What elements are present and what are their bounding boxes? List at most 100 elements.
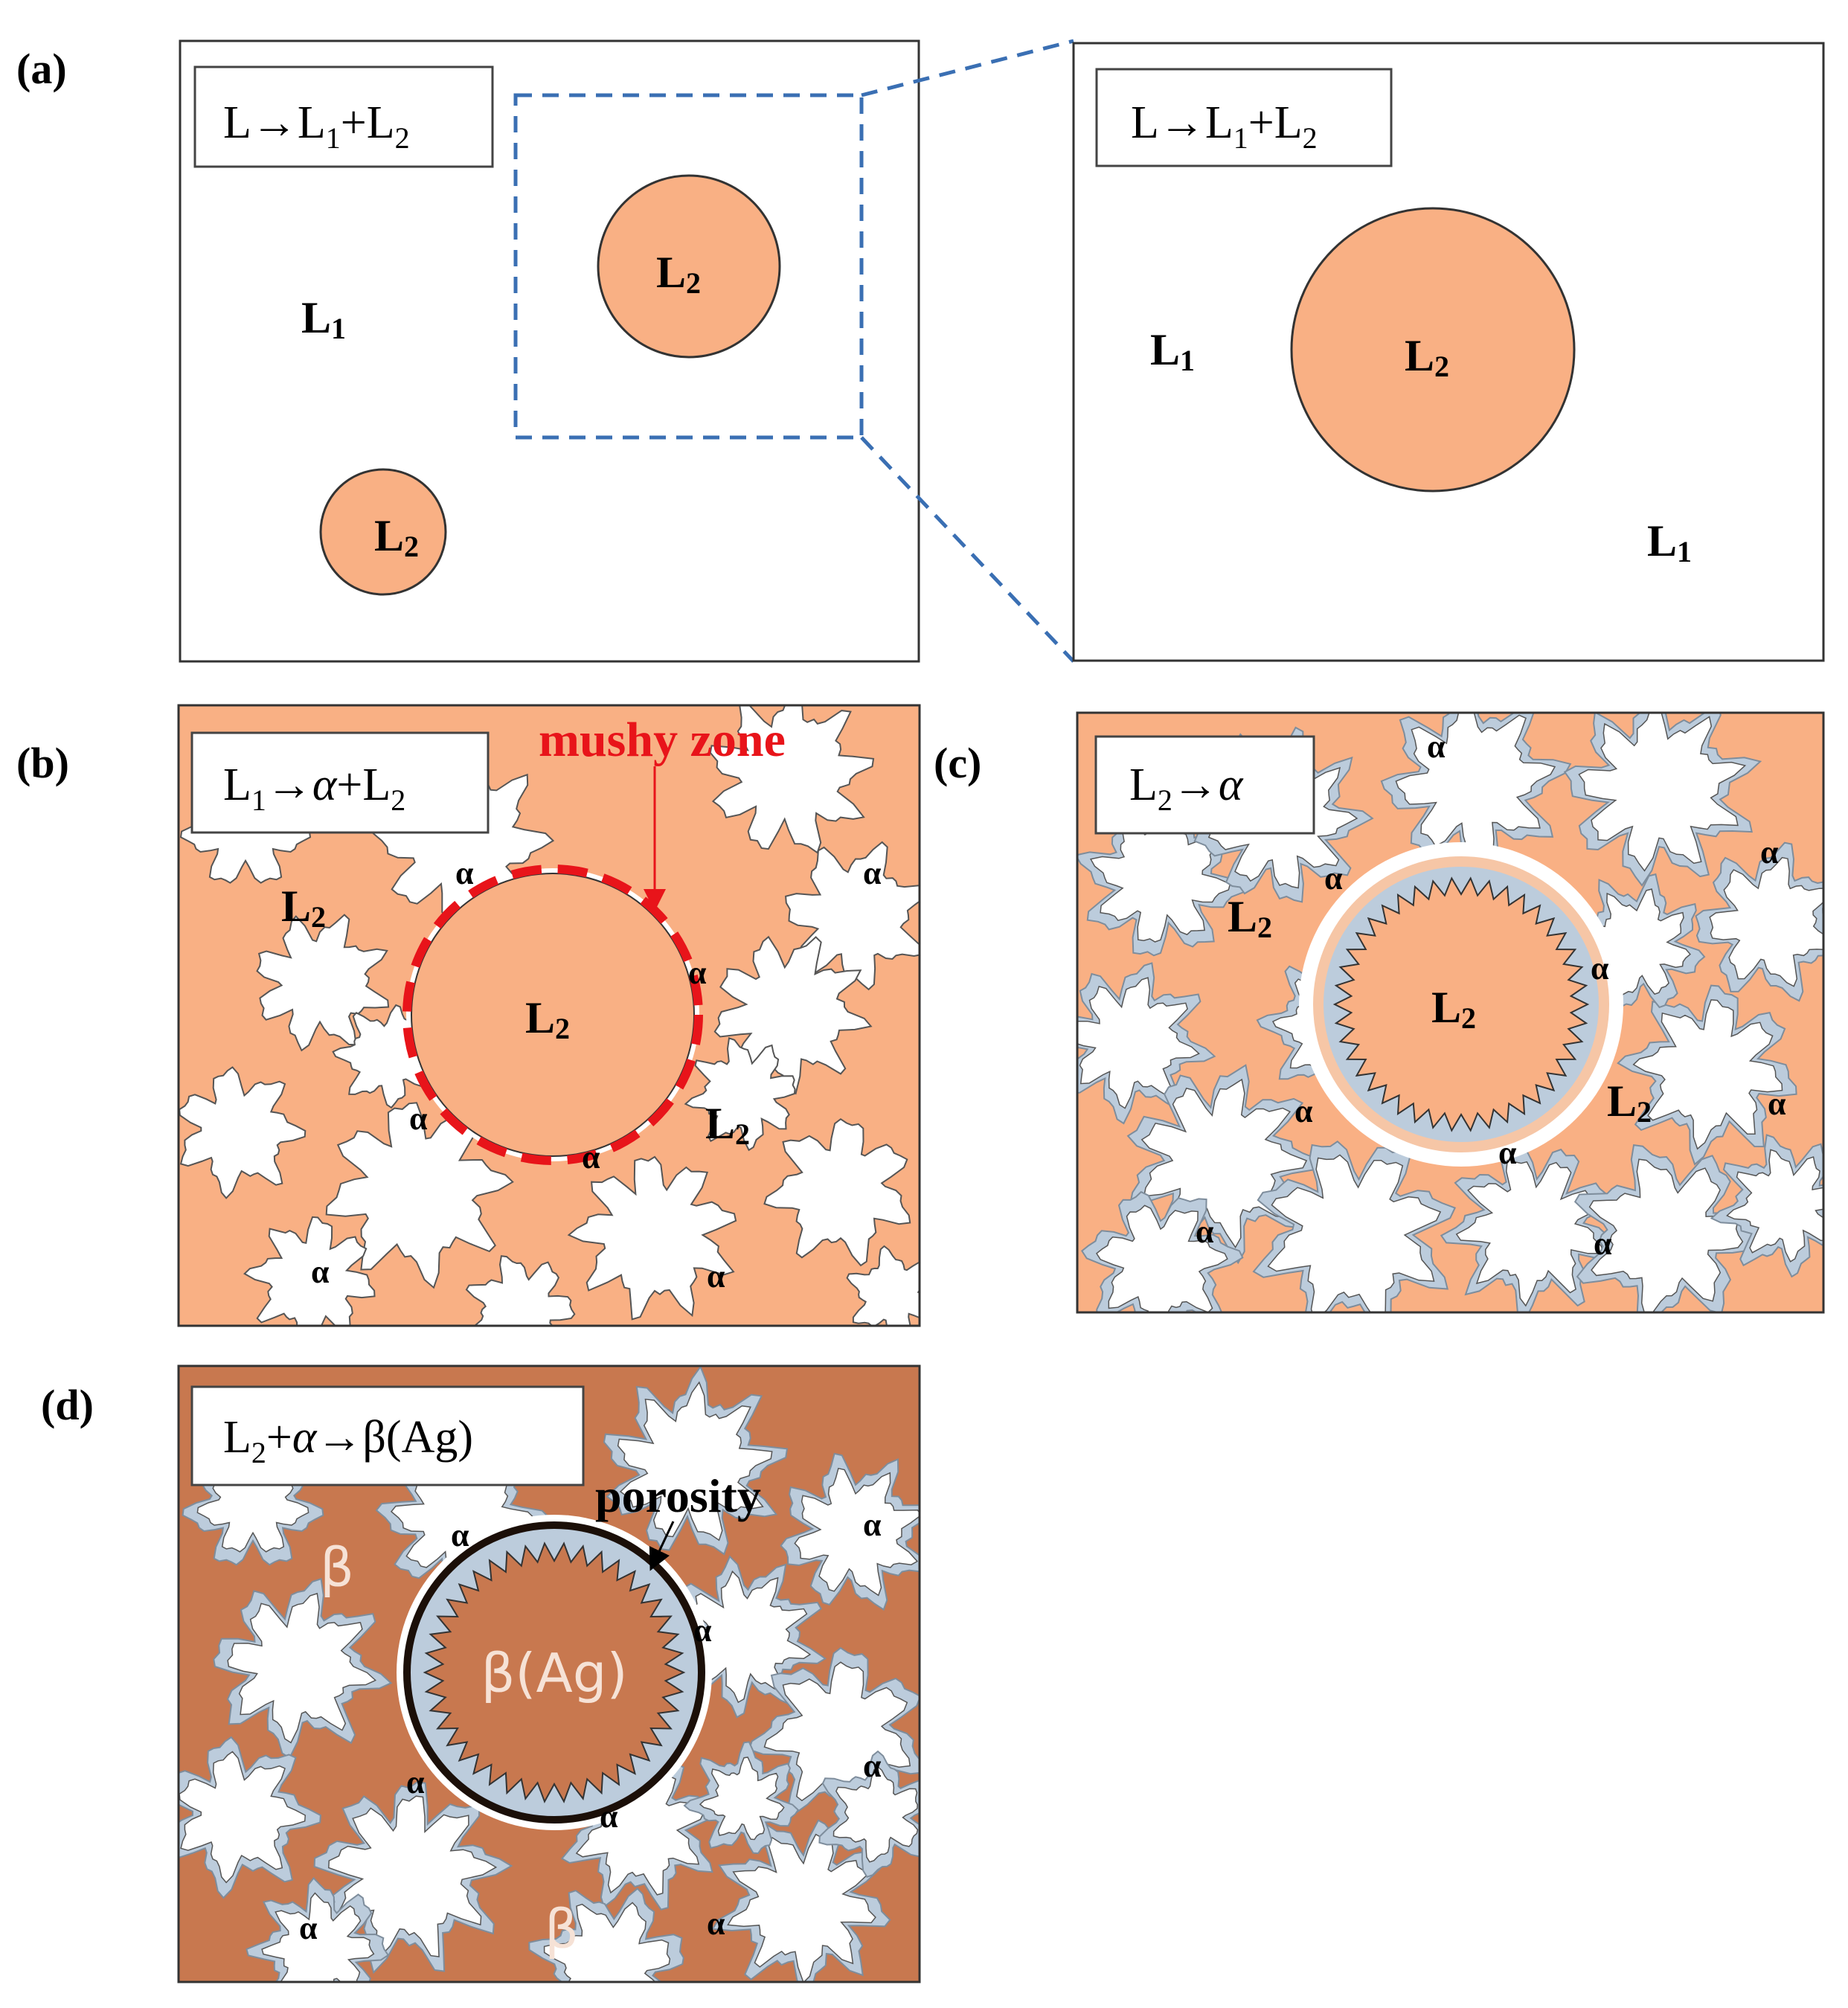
alpha-dendrite [1709, 856, 1823, 987]
alpha-dendrite [567, 1155, 737, 1321]
panel-b-alpha-label: α [582, 1139, 600, 1175]
panel-c-l2-label-right: L2 [1607, 1077, 1652, 1129]
panel-b-alpha-label: α [455, 855, 474, 891]
panel-c-l2-label-left: L2 [1228, 892, 1272, 944]
panel-d-alpha-label: α [707, 1905, 725, 1942]
panel-c-label: (c) [934, 739, 981, 787]
panel-d-alpha-label: α [600, 1798, 618, 1835]
panel-b-label: (b) [16, 739, 69, 787]
panel-c-reaction: L2→α [1129, 760, 1244, 817]
panel-d-beta-core [423, 1542, 686, 1803]
panel-c-alpha-label: α [1768, 1085, 1786, 1122]
alpha-dendrite [261, 1892, 375, 1982]
panel-c-alpha-label: α [1594, 1225, 1612, 1262]
alpha-dendrite [713, 935, 873, 1095]
panel-b-l2-label-left: L2 [281, 882, 326, 934]
panel-a-l2-label-bottom: L2 [374, 511, 419, 563]
panel-a-zoom-region [513, 93, 864, 440]
alpha-dendrite [1588, 1158, 1744, 1312]
alpha-dendrite [699, 1757, 785, 1841]
panel-a-l2-label-top: L2 [656, 248, 701, 300]
panel-d-beta-label-top: β [320, 1536, 354, 1599]
panel-a-label: (a) [16, 45, 67, 93]
panel-b-reaction-box: L1→α+L2 [190, 731, 490, 834]
panel-b-alpha-label: α [409, 1100, 428, 1137]
panel-a-reaction: L→L1+L2 [223, 97, 410, 155]
panel-d-alpha-label: α [863, 1748, 882, 1784]
alpha-dendrite [243, 1216, 376, 1326]
alpha-dendrite [684, 1037, 796, 1152]
alpha-dendrite [1455, 1158, 1605, 1307]
alpha-dendrite [1077, 977, 1200, 1109]
panel-c-alpha-label: α [1427, 728, 1446, 765]
panel-b-mushy-zone-callout: mushy zone [539, 713, 786, 767]
alpha-dendrite [1632, 999, 1783, 1150]
panel-a-reaction-box: L→L1+L2 [193, 65, 494, 168]
panel-a-zoom: L→L1+L2 L2 L1 L1 [1072, 42, 1825, 662]
panel-d-alpha-label: α [863, 1507, 882, 1543]
alpha-dendrite [227, 1592, 377, 1744]
panel-d-alpha-label: α [693, 1612, 712, 1649]
panel-d-center-label: β(Ag) [481, 1642, 627, 1704]
panel-d-alpha-label: α [299, 1910, 318, 1946]
panel-d-beta-label-bottom: β [545, 1898, 579, 1960]
panel-b-l2-label-right: L2 [705, 1099, 750, 1151]
panel-d-label: (d) [41, 1381, 94, 1429]
panel-c-alpha-label: α [1294, 1093, 1313, 1129]
alpha-dendrite [794, 1467, 920, 1597]
panel-a-zoom-reaction: L→L1+L2 [1131, 97, 1318, 155]
panel-d-reaction-box: L2+α→β(Ag) [190, 1385, 585, 1486]
panel-a-zoom-l1-label-right: L1 [1647, 516, 1692, 568]
panel-a-zoom-reaction-box: L→L1+L2 [1095, 68, 1393, 167]
panel-d-alpha-label: α [451, 1517, 469, 1553]
panel-a-zoom-l2-label: L2 [1405, 331, 1449, 383]
panel-b-mushy-zone-ring [402, 865, 703, 1165]
panel-c-alpha-label: α [1324, 860, 1343, 896]
alpha-dendrite [328, 1795, 498, 1959]
alpha-dendrite [179, 1751, 307, 1884]
alpha-dendrite [1096, 1205, 1228, 1312]
panel-d-porosity-arrow [649, 1521, 675, 1571]
panel-c-alpha-label: α [1498, 1135, 1517, 1171]
panel-b-reaction: L1→α+L2 [223, 760, 405, 817]
panel-b-frame [177, 704, 921, 1327]
panel-a-l2-droplet-large [597, 174, 781, 359]
panel-c-frame [1076, 711, 1825, 1314]
alpha-dendrite [179, 1066, 307, 1199]
zoom-connector [860, 39, 1075, 663]
panel-d: (d) β(Ag) L2+α→β(Ag) porosity β β α α α … [41, 1364, 921, 1983]
panel-a-l1-label: L1 [301, 293, 346, 345]
panel-c-alpha-label: α [1196, 1213, 1214, 1250]
panel-a-zoom-l2-droplet [1290, 207, 1576, 493]
panel-b-alpha-label: α [707, 1258, 725, 1295]
panel-c-alpha-label: α [1760, 834, 1779, 870]
panel-c-l2-core [1332, 876, 1590, 1132]
alpha-dendrite [832, 1765, 919, 1863]
panel-a-l2-droplet-small [319, 468, 447, 596]
panel-d-porosity-callout: porosity [595, 1469, 761, 1522]
panel-c-reaction-box: L2→α [1094, 735, 1315, 835]
alpha-dendrite [763, 1117, 911, 1267]
alpha-dendrite [709, 705, 875, 854]
panel-c-alpha-label: α [1591, 950, 1609, 987]
alpha-dendrite [846, 1245, 920, 1326]
panel-b-alpha-label: α [688, 955, 707, 991]
alpha-dendrite [1267, 1154, 1442, 1312]
panel-a-zoom-l1-label-left: L1 [1150, 325, 1195, 377]
alpha-dendrite [1726, 1149, 1823, 1263]
panel-b-l2-center-label: L2 [525, 993, 570, 1045]
panel-b: (b) L2 L1→α+L2 mushy zone L2 L2 α α α α … [16, 704, 921, 1327]
panel-c-l2-center-label: L2 [1431, 983, 1476, 1035]
panel-d-reaction: L2+α→β(Ag) [223, 1412, 473, 1469]
alpha-dendrite [1578, 713, 1747, 872]
panel-c-alpha-dendrites [1077, 713, 1823, 1312]
panel-a: (a) L→L1+L2 L1 L2 L2 [16, 39, 920, 663]
alpha-dendrite [465, 1255, 576, 1326]
panel-c: (c) L2 L2→α L2 L2 α α α α α α α α α [934, 711, 1825, 1314]
alpha-dendrite [727, 1833, 876, 1982]
alpha-dendrite [543, 1902, 671, 1982]
panel-b-alpha-label: α [863, 855, 882, 891]
alpha-dendrite [617, 1381, 773, 1542]
panel-b-alpha-label: α [311, 1254, 330, 1290]
